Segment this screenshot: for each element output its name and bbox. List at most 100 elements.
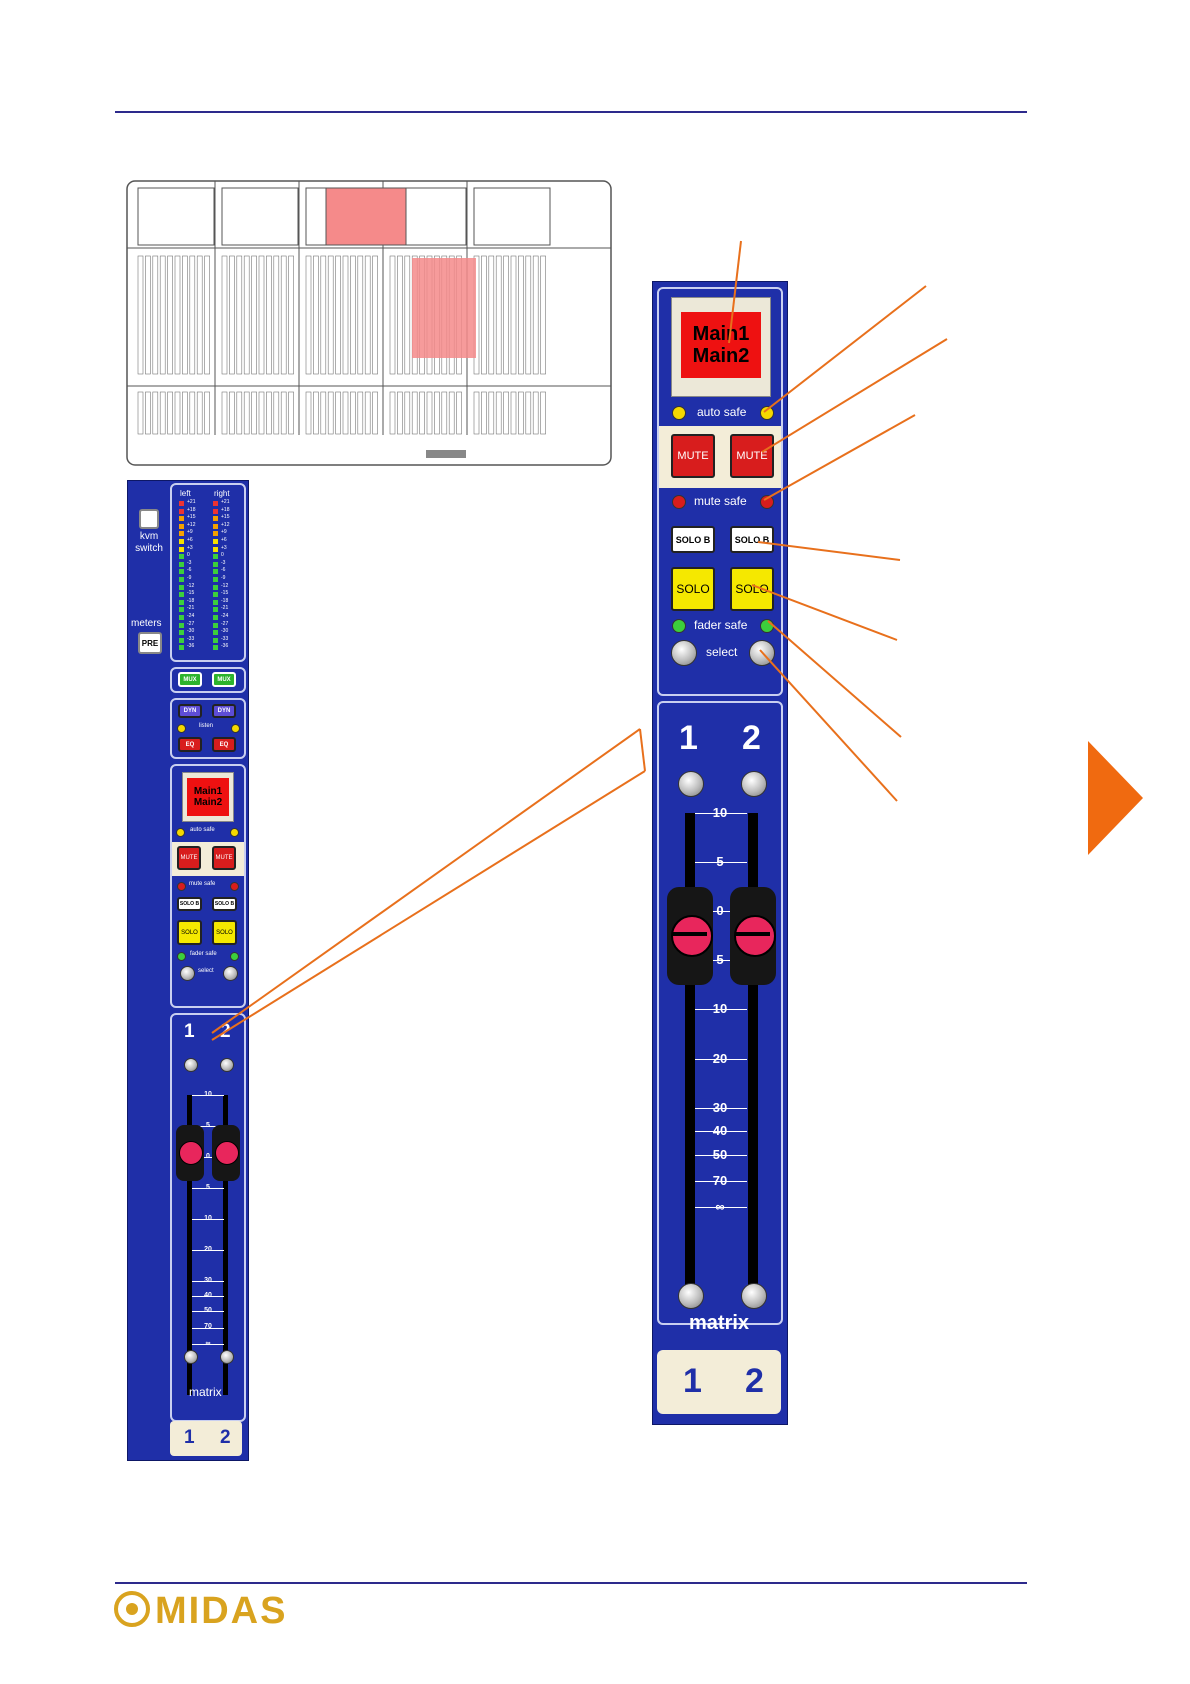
display-line1: Main1 <box>193 786 223 797</box>
fader-channel-2-label: 2 <box>742 719 761 757</box>
select-button-2[interactable] <box>223 966 238 981</box>
kvm-switch-button[interactable] <box>139 509 159 529</box>
meter-scale-label: +21 <box>221 499 230 505</box>
fader-top-button-2[interactable] <box>220 1058 234 1072</box>
mute-safe-led-2 <box>760 495 774 509</box>
meter-segment <box>179 630 184 636</box>
solo-button-1[interactable]: SOLO <box>177 920 202 945</box>
fader-bottom-button-2[interactable] <box>220 1350 234 1364</box>
fader-scale-tick <box>695 1058 747 1060</box>
svg-text:MIDAS: MIDAS <box>155 1590 287 1628</box>
fader-scale-label: ∞ <box>196 1340 220 1347</box>
meter-segment <box>213 607 218 613</box>
meter-segment <box>179 516 184 522</box>
meter-scale-label: -15 <box>221 590 229 597</box>
meter-segment <box>179 554 184 560</box>
mute-safe-label: mute safe <box>694 494 747 508</box>
meter-segment <box>213 546 218 552</box>
meter-segment <box>213 592 218 598</box>
fader-scale-label: 10 <box>196 1091 220 1098</box>
fader-bottom-button-1[interactable] <box>184 1350 198 1364</box>
fader-scale-tick <box>695 1181 747 1183</box>
fader-safe-label: fader safe <box>694 618 748 632</box>
select-button-1[interactable] <box>671 640 697 666</box>
solo-b-button-2[interactable]: SOLO B <box>730 526 774 553</box>
meter-scale-label: +6 <box>221 537 227 543</box>
meter-scale-label: -3 <box>221 559 226 566</box>
mux-button-2[interactable]: MUX <box>212 672 236 687</box>
select-label: select <box>198 968 214 974</box>
listen-label: listen <box>199 723 214 729</box>
fader-scale-label: 50 <box>196 1307 220 1314</box>
footer-large: 1 2 <box>657 1350 781 1414</box>
meter-segment <box>179 592 184 598</box>
matrix-label-small: matrix <box>189 1385 222 1399</box>
meter-right-label: right <box>214 489 230 498</box>
solo-button-1[interactable]: SOLO <box>671 567 715 611</box>
fader-scale-label: 70 <box>712 1173 728 1189</box>
fader-scale-tick <box>695 960 747 962</box>
mute-button-2[interactable]: MUTE <box>212 846 236 870</box>
fader-top-button-1[interactable] <box>184 1058 198 1072</box>
meter-segment <box>179 531 184 537</box>
meter-segment <box>179 584 184 590</box>
fader-scale-tick <box>695 813 747 814</box>
meter-scale-label: -18 <box>187 597 195 604</box>
footer-small: 1 2 <box>170 1421 242 1456</box>
select-button-1[interactable] <box>180 966 195 981</box>
footer-rule <box>115 1582 1027 1584</box>
fader-top-button-1[interactable] <box>678 771 704 797</box>
meter-segment <box>179 539 184 544</box>
meter-segment <box>179 508 184 514</box>
solo-b-button-2[interactable]: SOLO B <box>212 897 237 911</box>
fader-scale-tick <box>695 1107 747 1109</box>
fader-top-button-2[interactable] <box>741 771 767 797</box>
eq-button-2[interactable]: EQ <box>212 737 236 752</box>
solo-b-button-1[interactable]: SOLO B <box>177 897 202 911</box>
meter-scale-label: 0 <box>187 552 190 559</box>
fader-bottom-button-1[interactable] <box>678 1283 704 1309</box>
eq-button-1[interactable]: EQ <box>178 737 202 752</box>
fader-cap-2[interactable] <box>730 887 776 985</box>
mute-button-1[interactable]: MUTE <box>177 846 201 870</box>
fader-cap-2[interactable] <box>212 1125 240 1181</box>
meter-segment <box>179 523 184 529</box>
mux-button-1[interactable]: MUX <box>178 672 202 687</box>
dyn-button-1[interactable]: DYN <box>178 704 202 718</box>
solo-b-button-1[interactable]: SOLO B <box>671 526 715 553</box>
fader-slot <box>748 813 758 1288</box>
fader-scale-tick <box>192 1281 224 1282</box>
fader-safe-led-2 <box>760 619 774 633</box>
mute-button-2[interactable]: MUTE <box>730 434 774 478</box>
auto-safe-label: auto safe <box>190 827 215 833</box>
dyn-button-2[interactable]: DYN <box>212 704 236 718</box>
meter-scale-label: -33 <box>187 635 195 642</box>
pre-button[interactable]: PRE <box>138 632 162 654</box>
select-button-2[interactable] <box>749 640 775 666</box>
fader-bottom-button-2[interactable] <box>741 1283 767 1309</box>
fader-scale-label: 40 <box>196 1292 220 1299</box>
matrix-label-large: matrix <box>689 1312 750 1334</box>
meter-scale-label: +18 <box>221 506 230 513</box>
fader-scale-label: ∞ <box>699 1199 741 1214</box>
meter-segment <box>213 523 218 529</box>
meter-scale-label: -15 <box>187 590 195 597</box>
meter-segment <box>213 637 218 643</box>
solo-button-2[interactable]: SOLO <box>212 920 237 945</box>
meter-segment <box>179 637 184 643</box>
fader-cap-1[interactable] <box>176 1125 204 1181</box>
fader-scale-tick <box>695 1009 747 1011</box>
meter-segment <box>213 577 218 582</box>
fader-scale-tick <box>192 1188 224 1189</box>
fader-cap-1[interactable] <box>667 887 713 985</box>
footer-2: 2 <box>220 1427 231 1448</box>
fader-scale-label: 50 <box>712 1147 728 1163</box>
mute-button-1[interactable]: MUTE <box>671 434 715 478</box>
solo-button-2[interactable]: SOLO <box>730 567 774 611</box>
select-label: select <box>706 645 738 659</box>
channel-display-small: Main1 Main2 <box>182 772 234 822</box>
fader-scale-tick <box>695 910 747 912</box>
meter-segment <box>213 516 218 522</box>
